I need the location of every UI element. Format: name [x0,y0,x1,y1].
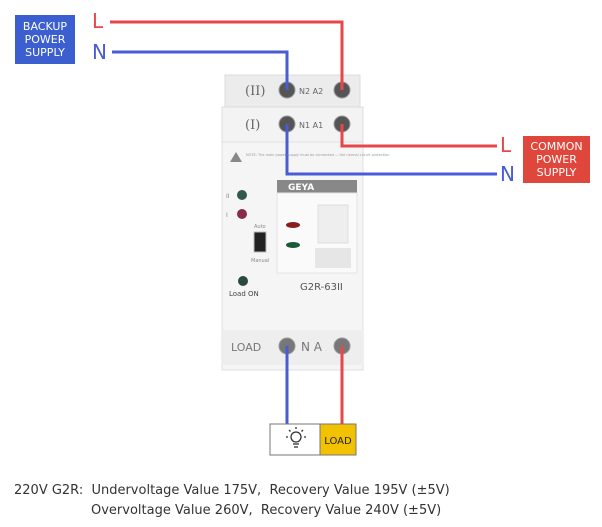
module-i-terminals: N1 A1 [299,121,323,130]
window [317,204,349,244]
indicator-ii-label: II [226,193,230,200]
module-i-label: (I) [245,118,260,133]
backup-neutral-wire [112,50,289,90]
brand-logo: GEYA [288,183,314,193]
lightbulb-icon [286,427,306,448]
indicator-i-label: I [226,212,228,219]
warning-icon [230,152,242,162]
auto-manual-switch[interactable] [253,231,267,253]
warning-note: NOTE: The main power supply must be conn… [246,153,390,157]
backup-live-wire [110,20,344,90]
model-label: G2R-63II [300,282,343,293]
caption-line-1: 220V G2R: Undervoltage Value 175V, Recov… [14,483,450,498]
indicator-i [237,209,247,219]
load-terminal-label: LOAD [231,341,261,354]
load-terminals: N A [301,340,323,354]
load-on-label: Load ON [229,290,259,298]
caption-line-2: Overvoltage Value 260V, Recovery Value 2… [91,503,442,518]
auto-label: Auto [254,224,266,230]
manual-label: Manual [251,258,269,264]
common-live-wire [340,124,497,148]
backup-neutral-letter: N [92,40,107,64]
module-ii-label: (II) [245,84,265,99]
green-led [286,242,300,248]
common-neutral-wire [285,124,497,176]
load-label: LOAD [324,436,352,447]
load-bulb-box [269,423,321,456]
brand-bar [277,180,357,193]
load-label-box [319,423,357,456]
common-live-letter: L [500,133,512,157]
red-led [286,222,300,228]
common-neutral-letter: N [500,162,515,186]
common-power-supply-label: COMMON POWER SUPPLY [523,136,590,183]
backup-live-letter: L [92,9,104,33]
indicator-ii [237,190,247,200]
backup-power-supply-label: BACKUP POWER SUPPLY [15,15,75,64]
module-ii-terminals: N2 A2 [299,87,323,96]
load-on-indicator [238,276,248,286]
